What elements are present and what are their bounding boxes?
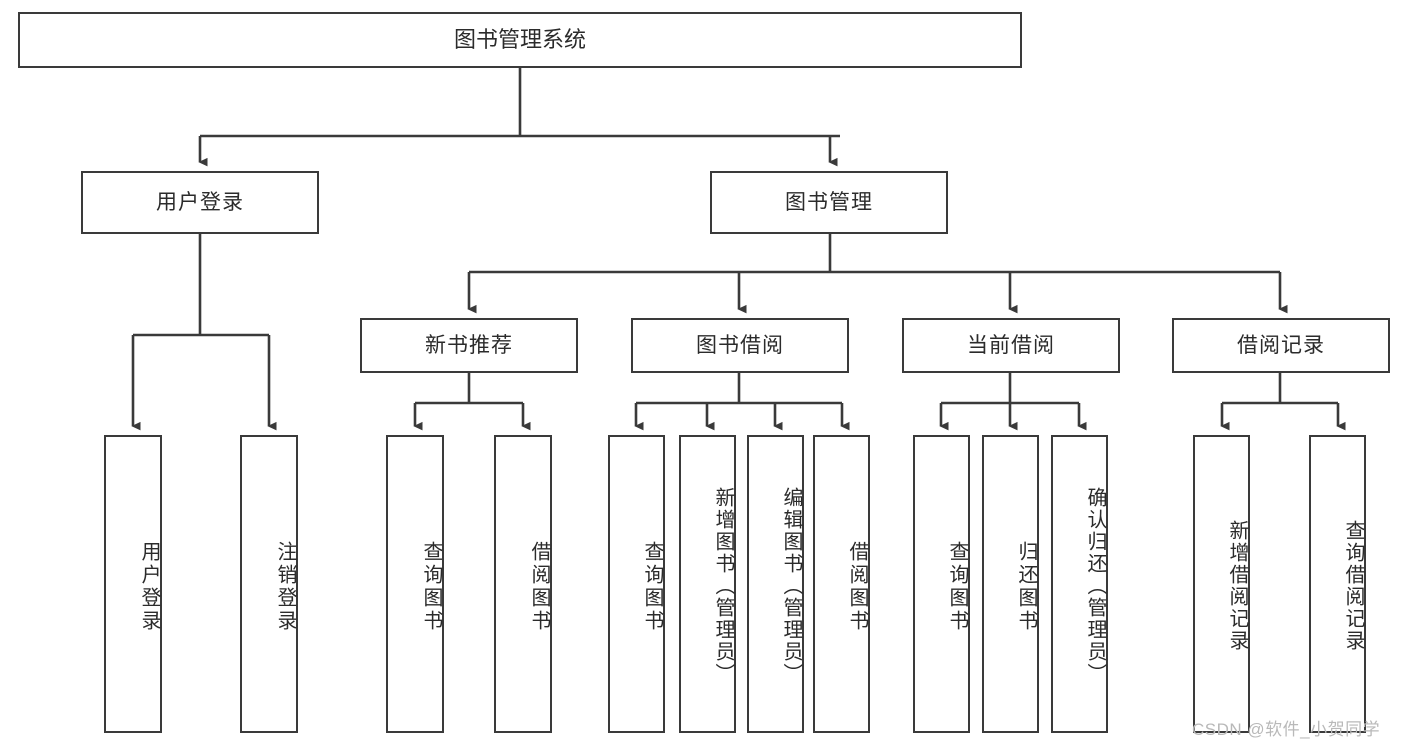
node-current-borrow[interactable]: 当前借阅 <box>902 318 1120 373</box>
leaf-add-book[interactable]: 新增图书（管理员） <box>679 435 736 733</box>
leaf-add-book-label: 新增图书（管理员） <box>712 487 734 685</box>
leaf-edit-book-label: 编辑图书（管理员） <box>780 487 802 685</box>
node-borrow-record-label: 借阅记录 <box>1237 333 1325 357</box>
node-book-management[interactable]: 图书管理 <box>710 171 948 234</box>
node-root-label: 图书管理系统 <box>453 26 586 52</box>
leaf-return-book-label: 归还图书 <box>1015 541 1037 633</box>
leaf-add-record[interactable]: 新增借阅记录 <box>1193 435 1250 733</box>
node-user-login[interactable]: 用户登录 <box>81 171 319 234</box>
leaf-user-logout[interactable]: 注销登录 <box>240 435 298 733</box>
leaf-user-login-label: 用户登录 <box>138 541 160 633</box>
node-book-borrow[interactable]: 图书借阅 <box>631 318 849 373</box>
node-root[interactable]: 图书管理系统 <box>18 12 1022 68</box>
node-borrow-record[interactable]: 借阅记录 <box>1172 318 1390 373</box>
leaf-confirm-return-label: 确认归还（管理员） <box>1084 487 1106 685</box>
leaf-query-record-label: 查询借阅记录 <box>1342 520 1364 652</box>
node-book-borrow-label: 图书借阅 <box>696 333 784 357</box>
leaf-return-book[interactable]: 归还图书 <box>982 435 1039 733</box>
leaf-query-book-borrow-label: 查询图书 <box>641 541 663 633</box>
node-current-borrow-label: 当前借阅 <box>967 333 1055 357</box>
leaf-query-book-current[interactable]: 查询图书 <box>913 435 970 733</box>
leaf-add-record-label: 新增借阅记录 <box>1226 520 1248 652</box>
node-new-book-recommend[interactable]: 新书推荐 <box>360 318 578 373</box>
leaf-borrow-book-label: 借阅图书 <box>846 541 868 633</box>
leaf-query-book-rec[interactable]: 查询图书 <box>386 435 444 733</box>
leaf-confirm-return[interactable]: 确认归还（管理员） <box>1051 435 1108 733</box>
leaf-user-logout-label: 注销登录 <box>274 541 296 633</box>
leaf-query-book-borrow[interactable]: 查询图书 <box>608 435 665 733</box>
leaf-borrow-book-rec-label: 借阅图书 <box>528 541 550 633</box>
leaf-borrow-book-rec[interactable]: 借阅图书 <box>494 435 552 733</box>
leaf-edit-book[interactable]: 编辑图书（管理员） <box>747 435 804 733</box>
leaf-query-record[interactable]: 查询借阅记录 <box>1309 435 1366 733</box>
leaf-query-book-rec-label: 查询图书 <box>420 541 442 633</box>
leaf-user-login[interactable]: 用户登录 <box>104 435 162 733</box>
node-book-management-label: 图书管理 <box>785 190 873 214</box>
csdn-watermark: CSDN @软件_小贺同学 <box>1192 720 1381 739</box>
leaf-query-book-current-label: 查询图书 <box>946 541 968 633</box>
node-new-book-recommend-label: 新书推荐 <box>425 333 513 357</box>
node-user-login-label: 用户登录 <box>156 190 244 214</box>
leaf-borrow-book[interactable]: 借阅图书 <box>813 435 870 733</box>
